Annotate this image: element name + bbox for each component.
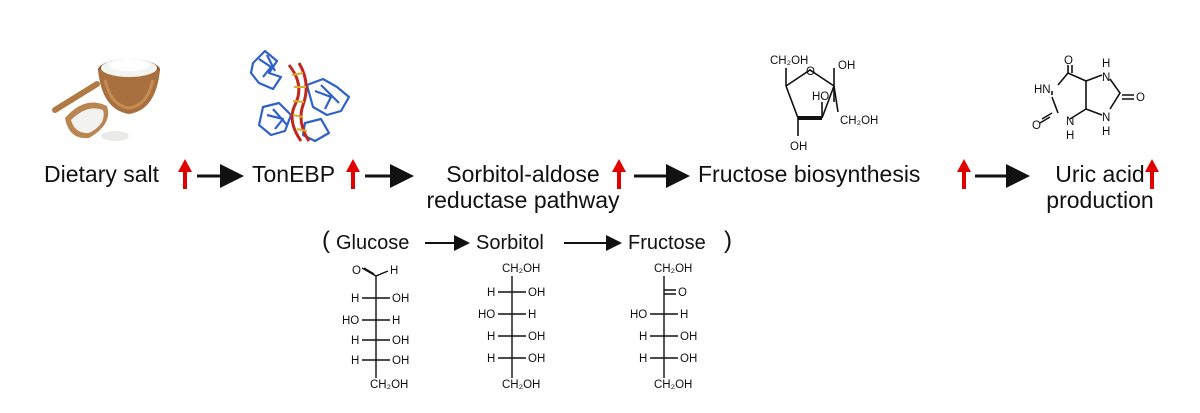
tonebp-up-arrow-icon bbox=[346, 159, 360, 189]
sorbitol-pathway-label-line1: Sorbitol-aldose bbox=[446, 161, 600, 187]
dietary-salt-label: Dietary salt bbox=[44, 161, 160, 187]
fructose-r2-left: HO bbox=[630, 309, 647, 321]
sorbitol-r4-right: OH bbox=[528, 353, 545, 365]
uric-acid-label-line2: production bbox=[1046, 187, 1154, 213]
tonebp-protein-structure bbox=[249, 49, 351, 143]
fructose-r1-o: O bbox=[678, 287, 687, 299]
glucose-r1-left: H bbox=[351, 293, 359, 305]
sorbitol-r3-right: OH bbox=[528, 331, 545, 343]
glucose-top-h: H bbox=[390, 265, 398, 277]
furanose-oh-bottom: OH bbox=[790, 141, 807, 153]
uric-o-top: O bbox=[1064, 55, 1073, 67]
uric-h-n7: H bbox=[1102, 58, 1110, 70]
uric-n7: N bbox=[1102, 72, 1110, 84]
uric-n3: N bbox=[1066, 116, 1074, 128]
sorbitol-top: CH₂OH bbox=[502, 263, 540, 275]
sorbitol-r2-left: HO bbox=[478, 309, 495, 321]
glucose-fischer-projection: O H H OH HO H H OH H OH CH₂OH bbox=[342, 265, 409, 391]
glucose-top-o: O bbox=[352, 265, 361, 277]
furanose-ring-o: O bbox=[806, 66, 815, 78]
uric-h-n9: H bbox=[1102, 126, 1110, 138]
sorbitol-fischer-projection: CH₂OH H OH HO H H OH H OH CH₂OH bbox=[478, 263, 545, 391]
uric-up-arrow-icon bbox=[1145, 159, 1159, 189]
glucose-r4-right: OH bbox=[392, 355, 409, 367]
furanose-ho: HO bbox=[812, 91, 829, 103]
furanose-oh-right: OH bbox=[838, 60, 855, 72]
fructose-biosynthesis-label: Fructose biosynthesis bbox=[698, 161, 921, 187]
sorbitol-r1-left: H bbox=[487, 287, 495, 299]
fructofuranose-structure: CH₂OH O OH HO CH₂OH OH bbox=[770, 55, 878, 153]
uric-acid-structure: O HN H N O O N H N H bbox=[1032, 55, 1145, 142]
sorbitol-r2-right: H bbox=[528, 309, 536, 321]
glucose-bottom: CH₂OH bbox=[370, 379, 408, 391]
sorbitol-r1-right: OH bbox=[528, 287, 545, 299]
sorbitol-r4-left: H bbox=[487, 353, 495, 365]
sorbitol-bottom: CH₂OH bbox=[502, 379, 540, 391]
fructose-r4-right: OH bbox=[680, 353, 697, 365]
fructose-bottom: CH₂OH bbox=[654, 379, 692, 391]
furanose-ch2oh-top: CH₂OH bbox=[770, 55, 808, 67]
sub-open-paren: ( bbox=[322, 227, 330, 254]
glucose-r1-right: OH bbox=[392, 293, 409, 305]
fructose-fischer-projection: CH₂OH O HO H H OH H OH CH₂OH bbox=[630, 263, 697, 391]
tonebp-label: TonEBP bbox=[252, 161, 336, 187]
uric-acid-label-line1: Uric acid bbox=[1055, 161, 1145, 187]
fructose-r2-right: H bbox=[680, 309, 688, 321]
glucose-r2-left: HO bbox=[342, 315, 359, 327]
uric-h-n3: H bbox=[1066, 130, 1074, 142]
glucose-r3-right: OH bbox=[392, 335, 409, 347]
furanose-ch2oh-right: CH₂OH bbox=[840, 115, 878, 127]
salt-up-arrow-icon bbox=[178, 159, 192, 189]
glucose-r4-left: H bbox=[351, 355, 359, 367]
sub-fructose-label: Fructose bbox=[628, 232, 706, 254]
fructose-top: CH₂OH bbox=[654, 263, 692, 275]
fructose-r3-left: H bbox=[639, 331, 647, 343]
sub-close-paren: ) bbox=[724, 227, 732, 254]
fructose-up-arrow-icon bbox=[957, 159, 971, 189]
sorbitol-pathway-label-line2: reductase pathway bbox=[426, 187, 620, 213]
sub-sorbitol-label: Sorbitol bbox=[476, 232, 544, 254]
sub-glucose-label: Glucose bbox=[336, 232, 410, 254]
uric-o-c8: O bbox=[1136, 92, 1145, 104]
uric-o-c2: O bbox=[1032, 120, 1041, 132]
salt-bowl-image bbox=[52, 59, 160, 141]
uric-n9: N bbox=[1102, 112, 1110, 124]
increase-arrows bbox=[178, 159, 1159, 189]
uric-hn: HN bbox=[1034, 84, 1051, 96]
fructose-r3-right: OH bbox=[680, 331, 697, 343]
sorbitol-r3-left: H bbox=[487, 331, 495, 343]
fructose-r4-left: H bbox=[639, 353, 647, 365]
glucose-r3-left: H bbox=[351, 335, 359, 347]
sorbitol-up-arrow-icon bbox=[612, 159, 626, 189]
glucose-r2-right: H bbox=[392, 315, 400, 327]
